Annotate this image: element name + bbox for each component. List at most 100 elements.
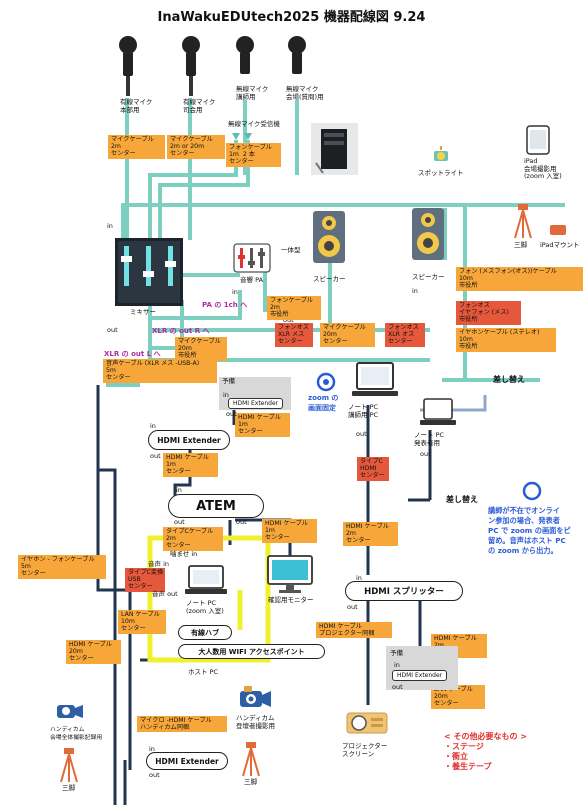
monitor-icon xyxy=(267,555,313,599)
cable-label: HDMI ケーブル 20m センター xyxy=(66,640,121,664)
tripod-label: 三脚 xyxy=(514,241,527,249)
spotlight-label: スポットライト xyxy=(418,169,464,177)
ipad-mount-label: iPadマウント xyxy=(540,241,580,249)
zoom-laptop-label: ノート PC (zoom 入室) xyxy=(186,599,224,615)
speaker-icon xyxy=(312,210,346,268)
page-title: InaWakuEDUtech2025 機器配線図 9.24 xyxy=(157,10,426,25)
audio-out-label: 音声 out xyxy=(152,590,178,598)
xlr-out-l-note: XLR の out L へ xyxy=(104,350,161,358)
mixer-icon xyxy=(115,238,183,306)
port-out-label: out xyxy=(107,326,118,334)
atem-switcher: ATEM xyxy=(168,494,264,518)
port-out-label: out xyxy=(150,452,161,460)
switch-label: 差し替え xyxy=(446,495,478,504)
microphone-icon xyxy=(286,35,308,79)
wifi-access-point: 大人数用 WIFI アクセスポイント xyxy=(178,644,325,659)
hdmi-extender-box: HDMI Extender xyxy=(392,670,448,681)
speaker-label: スピーカー xyxy=(412,273,445,281)
hdmi-extender: HDMI Extender xyxy=(146,752,228,770)
tripod-label: 三脚 xyxy=(62,784,75,792)
wired-hub: 有線ハブ xyxy=(178,625,232,640)
cable-label: HDMI ケーブル 1m センター xyxy=(235,413,290,437)
cable-label: タイプC変換 USB センター xyxy=(125,568,165,592)
port-out-label: out xyxy=(356,430,367,438)
hdmi-extender-box: HDMI Extender xyxy=(228,398,284,409)
cable-label: タイプC HDMI センター xyxy=(357,457,389,481)
cable-label: フォンオス XLR オス センター xyxy=(385,323,425,347)
cable-label: HDMI ケーブル 1m センター xyxy=(262,519,317,543)
handycam-icon xyxy=(55,700,85,726)
port-out-label: out xyxy=(226,410,237,418)
port-in-label: in xyxy=(412,287,418,295)
cable-label: マイクケーブル 20m センター xyxy=(320,323,375,347)
hdmi-extender: HDMI Extender xyxy=(148,430,230,450)
cable-label: マイクケーブル 20m 市役所 xyxy=(175,337,227,361)
microphone-icon xyxy=(234,35,256,79)
cable-label: 音声ケーブル (XLR メス -USB-A) 5m センター xyxy=(103,359,217,383)
spare-label: 予備 xyxy=(222,377,235,385)
cable-label: HDMI ケーブル 2m センター xyxy=(343,522,398,546)
tripod-label: 三脚 xyxy=(244,778,257,786)
presenter-laptop-label: ノート PC 発表者用 xyxy=(414,431,445,447)
port-in-label: in xyxy=(232,288,238,296)
speaker-icon xyxy=(411,207,445,265)
ipad-icon xyxy=(526,125,550,159)
speaker-label: スピーカー xyxy=(313,275,346,283)
handycam-icon xyxy=(238,683,272,715)
cable-label: マイクケーブル 2m or 20m センター xyxy=(167,135,225,159)
converter-tip-label: 噛ませ in xyxy=(170,550,198,558)
port-in-label: in xyxy=(150,422,156,430)
laptop-icon xyxy=(420,398,456,432)
wireless-receiver-icon xyxy=(311,123,358,175)
cable-label: フォンケーブル 1m 2 本 センター xyxy=(226,143,281,167)
port-in-label: in xyxy=(107,222,113,230)
port-in-label: in xyxy=(176,486,182,494)
cable-label: イヤホンケーブル (ステレオ) 10m 市役所 xyxy=(456,328,556,352)
mic-label: 有線マイク 本部用 xyxy=(120,98,153,114)
unified-label: 一体型 xyxy=(281,246,301,254)
cable-label: フォン (メスフォン(オス))ケーブル 10m 市役所 xyxy=(456,267,583,291)
host-pc-label: ホスト PC xyxy=(188,668,219,676)
pa-1ch-note: PA の 1ch へ xyxy=(202,301,248,309)
mic-label: 無線マイク 講師用 xyxy=(236,85,269,101)
tripod-icon xyxy=(512,202,534,244)
handycam-label: ハンディカム 会場全体撮影記録用 xyxy=(50,727,103,741)
cable-label: マイクケーブル 2m センター xyxy=(108,135,165,159)
projector-icon xyxy=(345,707,389,741)
microphone-icon xyxy=(117,35,139,101)
laptop-icon xyxy=(185,565,227,601)
wireless-receiver-label: 無線マイク受信機 xyxy=(228,120,280,128)
port-out-label: out xyxy=(236,518,247,526)
mixer-label: ミキサー xyxy=(130,308,156,316)
microphone-icon xyxy=(180,35,202,101)
cable-label: フォンオス XLR メス センター xyxy=(275,323,313,347)
port-in-label: in xyxy=(149,745,155,753)
ipad-label: iPad 会場撮影用 (zoom 入室) xyxy=(524,157,562,180)
port-in-label: in xyxy=(356,574,362,582)
port-out-label: out xyxy=(420,450,431,458)
port-in-label: in xyxy=(394,661,400,669)
tripod-icon xyxy=(58,746,80,788)
lecturer-laptop-label: ノート PC 講師用 PC xyxy=(348,403,379,419)
target-icon xyxy=(316,372,336,396)
cable-label: HDMI ケーブル 1m センター xyxy=(163,453,218,477)
spare-extender-box xyxy=(386,646,458,690)
port-out-label: out xyxy=(174,518,185,526)
port-out-label: out xyxy=(283,316,294,324)
projector-label: プロジェクター スクリーン xyxy=(342,742,388,758)
audio-pa-label: 音響 PA xyxy=(240,276,264,284)
switch-label: 差し替え xyxy=(493,375,525,384)
port-in-label: in xyxy=(223,391,229,399)
cable-label: HDMI ケーブル プロジェクター同梱 xyxy=(316,622,392,639)
spotlight-icon xyxy=(430,146,452,170)
monitor-label: 確認用モニター xyxy=(268,596,314,604)
laptop-icon xyxy=(352,362,398,404)
others-list: < その他必要なもの > ・ステージ ・衝立 ・養生テープ xyxy=(444,732,527,771)
cable-label: フォンケーブル 2m 市役所 xyxy=(267,296,321,320)
cable-label: マイクロ -HDMI ケーブル ハンディカム同梱 xyxy=(137,716,227,733)
mic-label: 有線マイク 司会用 xyxy=(183,98,216,114)
zoom-fixed-note: zoom の 画面固定 xyxy=(308,394,339,412)
cable-label: イヤホン - フォンケーブル 5m センター xyxy=(18,555,106,579)
audio-pa-icon xyxy=(233,243,271,277)
